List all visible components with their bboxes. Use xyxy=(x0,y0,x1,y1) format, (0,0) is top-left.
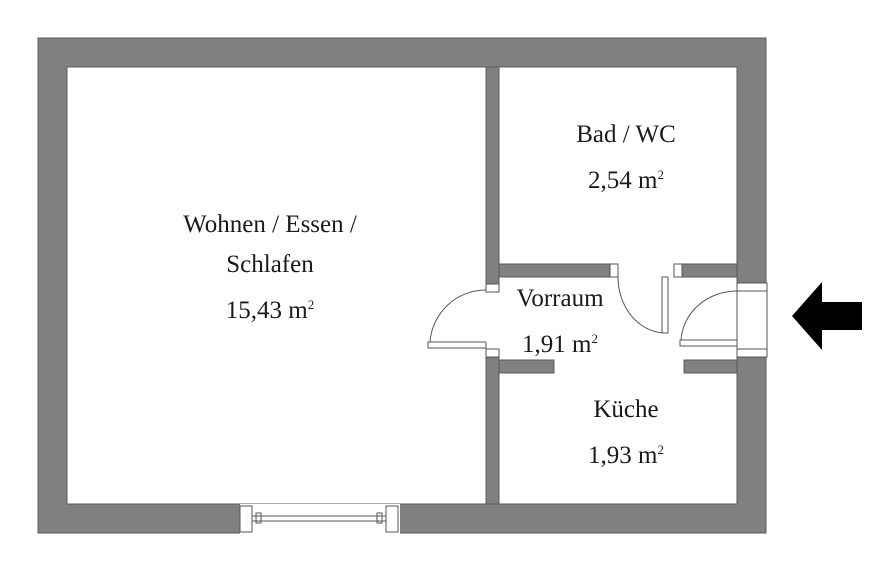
window-jamb-left xyxy=(239,505,253,533)
door-bath xyxy=(609,263,683,334)
window-bottom xyxy=(239,505,399,533)
door-entrance xyxy=(679,282,768,358)
door-bath-jamb-right xyxy=(673,263,683,278)
room-label-living: Wohnen / Essen / Schlafen 15,43 m2 xyxy=(140,205,400,331)
window-handle-left xyxy=(255,512,262,524)
bath-hall-wall-left xyxy=(498,263,611,278)
room-area-hall: 1,91 m2 xyxy=(522,331,598,358)
partition-wall-vertical-bottom xyxy=(485,356,500,505)
walls xyxy=(37,37,767,534)
door-living-swing xyxy=(429,289,487,343)
bath-hall-wall-right xyxy=(681,263,738,278)
door-living-jamb-bottom xyxy=(485,348,500,358)
room-label-hall: Vorraum 1,91 m2 xyxy=(490,279,630,365)
room-name-living-line1: Wohnen / Essen / xyxy=(183,211,357,238)
room-name-living-line2: Schlafen xyxy=(226,251,314,278)
room-area-living: 15,43 m2 xyxy=(225,297,315,324)
door-entrance-swing xyxy=(680,290,738,341)
door-living-jamb-top xyxy=(485,283,500,293)
door-living xyxy=(427,283,500,358)
window-jamb-right xyxy=(385,505,399,533)
door-bath-swing xyxy=(617,276,665,334)
room-area-kitchen: 1,93 m2 xyxy=(588,442,664,469)
window-handle-right xyxy=(376,512,383,524)
room-label-bath: Bad / WC 2,54 m2 xyxy=(526,115,726,201)
door-entrance-jamb-bottom xyxy=(736,348,768,358)
door-bath-jamb-left xyxy=(609,263,619,278)
outer-wall xyxy=(37,37,767,534)
door-bath-leaf xyxy=(661,276,669,334)
entrance-opening xyxy=(737,283,767,357)
door-entrance-leaf xyxy=(679,339,738,347)
window-opening xyxy=(240,504,400,534)
door-entrance-jamb-top xyxy=(736,282,768,292)
room-area-bath: 2,54 m2 xyxy=(588,167,664,194)
hall-kitchen-wall-left xyxy=(498,359,555,374)
arrow-left-icon xyxy=(792,282,862,350)
hall-kitchen-wall-right xyxy=(683,359,738,374)
door-living-leaf xyxy=(427,341,487,349)
room-label-kitchen: Küche 1,93 m2 xyxy=(526,390,726,476)
room-name-bath: Bad / WC xyxy=(576,121,676,148)
room-name-hall: Vorraum xyxy=(516,285,604,312)
openings xyxy=(240,283,767,534)
partition-wall-vertical-top xyxy=(485,66,500,286)
room-name-kitchen: Küche xyxy=(593,396,659,423)
